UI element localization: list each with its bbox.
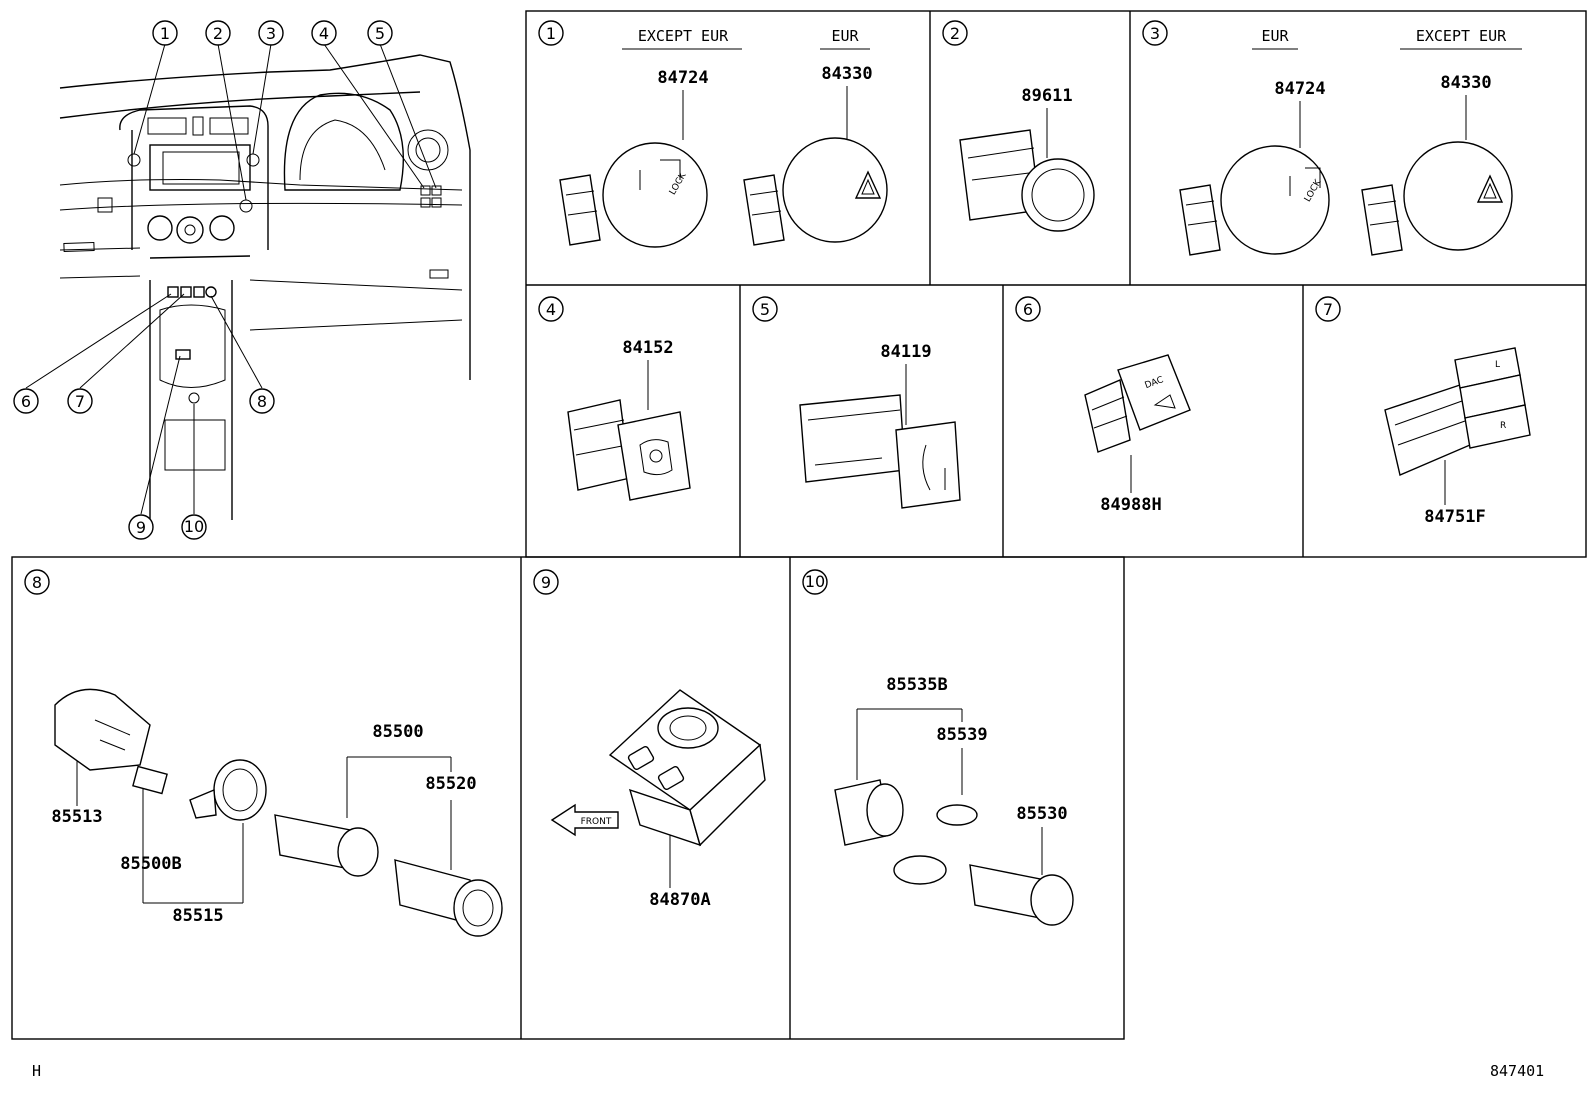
diff-lock-switch-illustration: LOCK <box>1179 145 1330 256</box>
part-number: 85520 <box>425 774 476 794</box>
callout-3: 3 <box>258 20 284 46</box>
svg-text:10: 10 <box>805 572 825 591</box>
svg-text:3: 3 <box>1150 24 1160 43</box>
cap-illustration <box>936 804 978 826</box>
panel-1: 1 EXCEPT EUR EUR 84724 84330 LOCK <box>538 20 888 248</box>
part-number: 84988H <box>1100 495 1161 515</box>
callout-6: 6 <box>13 388 39 414</box>
header-except-eur: EXCEPT EUR <box>1416 27 1507 45</box>
header-eur: EUR <box>1261 27 1289 45</box>
start-button-illustration <box>959 129 1095 232</box>
footer-diagram-id: 847401 <box>1490 1062 1545 1080</box>
svg-text:R: R <box>1500 421 1506 431</box>
panel-7: 7 84751F L R <box>1315 296 1531 527</box>
svg-text:1: 1 <box>160 24 170 43</box>
part-number: 85530 <box>1016 804 1067 824</box>
callout-10: 10 <box>181 514 207 540</box>
footer-left-code: H <box>32 1062 42 1080</box>
svg-text:4: 4 <box>546 300 556 319</box>
part-number: 84870A <box>649 890 710 910</box>
svg-text:FRONT: FRONT <box>581 817 612 827</box>
svg-text:1: 1 <box>546 24 556 43</box>
bulb-socket-illustration <box>132 765 168 795</box>
part-number: 89611 <box>1021 86 1072 106</box>
panel-9: 9 84870A FRONT <box>533 569 766 910</box>
part-number: 84119 <box>880 342 931 362</box>
hazard-switch-illustration <box>743 137 888 246</box>
part-number: 84330 <box>1440 73 1491 93</box>
svg-text:L: L <box>1495 360 1500 370</box>
part-number: 84152 <box>622 338 673 358</box>
header-except-eur: EXCEPT EUR <box>638 27 729 45</box>
dac-switch-illustration: DAC <box>1084 354 1191 453</box>
part-number: 85500B <box>120 854 181 874</box>
svg-text:4: 4 <box>319 24 329 43</box>
part-number: 85515 <box>172 906 223 926</box>
panel-5: 5 84119 <box>752 296 961 509</box>
callout-7: 7 <box>67 388 93 414</box>
svg-text:6: 6 <box>1023 300 1033 319</box>
socket-body-illustration <box>274 814 379 877</box>
callout-9: 9 <box>128 514 154 540</box>
panel-6: 6 84988H DAC <box>1015 296 1191 515</box>
svg-text:8: 8 <box>257 392 267 411</box>
part-number: 85513 <box>51 807 102 827</box>
mirror-switch-illustration <box>608 689 766 847</box>
callout-4: 4 <box>311 20 337 46</box>
panel-10: 10 85535B 85539 85530 <box>802 569 1074 926</box>
part-number: 85535B <box>886 675 947 695</box>
svg-text:7: 7 <box>75 392 85 411</box>
panel-2: 2 89611 <box>942 20 1095 232</box>
socket-cover-illustration <box>54 688 151 771</box>
panel-3: 3 EUR EXCEPT EUR 84724 84330 LOCK <box>1142 20 1522 256</box>
panel-8: 8 85513 85500B 85515 85500 85520 <box>24 569 503 937</box>
svg-text:6: 6 <box>21 392 31 411</box>
svg-text:9: 9 <box>541 573 551 592</box>
callout-5: 5 <box>367 20 393 46</box>
callout-8: 8 <box>249 388 275 414</box>
front-arrow: FRONT <box>550 803 619 837</box>
hazard-switch-illustration <box>1361 141 1513 256</box>
part-number: 84751F <box>1424 507 1485 527</box>
svg-text:2: 2 <box>213 24 223 43</box>
callout-2: 2 <box>205 20 231 46</box>
svg-text:5: 5 <box>375 24 385 43</box>
diff-lock-switch-illustration: LOCK <box>559 142 708 248</box>
svg-text:5: 5 <box>760 300 770 319</box>
headlight-leveling-switch-illustration <box>567 399 691 501</box>
part-number: 84330 <box>821 64 872 84</box>
socket-with-cap-illustration <box>834 779 947 885</box>
svg-text:8: 8 <box>32 573 42 592</box>
ring-illustration <box>189 759 267 821</box>
seat-heater-switch-illustration: L R <box>1384 347 1531 476</box>
socket-body-illustration <box>969 864 1074 926</box>
header-eur: EUR <box>831 27 859 45</box>
part-number: 84724 <box>1274 79 1325 99</box>
svg-text:3: 3 <box>266 24 276 43</box>
dimmer-switch-illustration <box>799 394 961 509</box>
svg-text:9: 9 <box>136 518 146 537</box>
part-number: 85500 <box>372 722 423 742</box>
part-number: 84724 <box>657 68 708 88</box>
callout-1: 1 <box>152 20 178 46</box>
panel-4: 4 84152 <box>538 296 691 501</box>
svg-text:7: 7 <box>1323 300 1333 319</box>
panel-grid <box>11 10 1587 1040</box>
part-number: 85539 <box>936 725 987 745</box>
svg-text:10: 10 <box>184 517 204 536</box>
dashboard-overview: 1 2 3 4 5 6 7 8 9 10 <box>13 20 471 540</box>
lighter-illustration <box>394 859 503 937</box>
svg-text:2: 2 <box>950 24 960 43</box>
